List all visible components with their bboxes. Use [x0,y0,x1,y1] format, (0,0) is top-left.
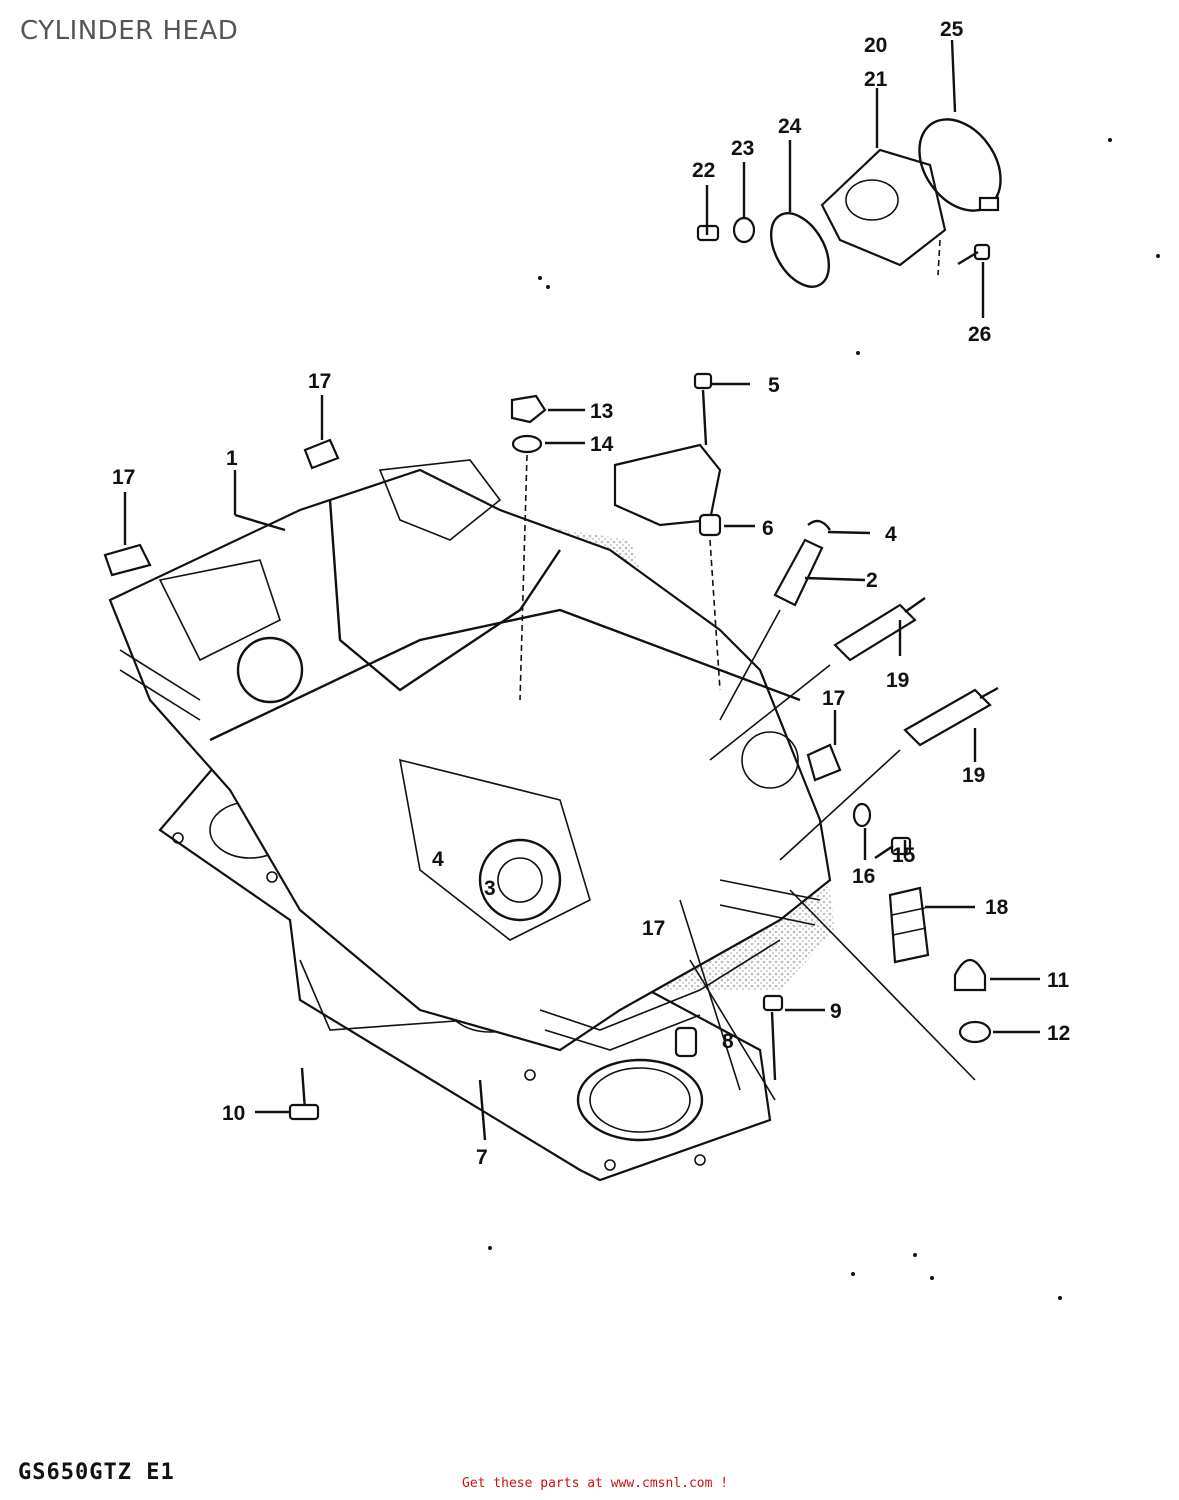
footer-link[interactable]: Get these parts at www.cmsnl.com ! [462,1476,729,1491]
intake-pipe [820,148,947,267]
label-part-13: 13 [590,400,613,423]
part-14-washer [511,434,543,454]
label-part-3: 3 [484,877,496,900]
part-23-washer [732,216,756,244]
part-19-spark-plug-upper [833,597,926,662]
label-part-17: 17 [308,370,331,393]
part-9-bolt [762,994,784,1081]
label-part-4: 4 [432,848,444,871]
part-24-o-ring [769,212,831,288]
label-part-17: 17 [642,917,665,940]
label-part-4: 4 [885,523,897,546]
part-26-screw [957,243,991,266]
label-part-25: 25 [940,18,964,41]
leader-lines [123,39,1040,1141]
label-part-11: 11 [1047,969,1070,992]
label-part-24: 24 [778,115,802,138]
part-13-nut [510,394,547,424]
label-part-15: 15 [892,844,916,867]
part-6-dowel [698,513,722,537]
label-part-12: 12 [1047,1022,1070,1045]
label-part-8: 8 [722,1030,734,1053]
label-part-14: 14 [590,433,614,456]
callout-labels: 1 2 3 4 4 5 6 7 8 9 10 11 12 13 14 15 16… [112,18,1070,1169]
part-5-bolt [693,372,713,446]
label-part-5: 5 [768,374,780,397]
label-part-17: 17 [822,687,845,710]
part-18-damper [888,886,930,964]
part-8-dowel [674,1026,698,1058]
cylinder-head-body [108,459,832,1052]
part-2-tappet [773,538,824,607]
part-25-clamp [918,118,1002,212]
part-17-key-left [103,543,152,577]
label-part-9: 9 [830,1000,842,1023]
label-part-20: 20 [864,34,887,57]
cam-cap [613,443,722,527]
label-part-1: 1 [226,447,238,470]
part-17-key-top [303,438,340,470]
label-part-26: 26 [968,323,991,346]
part-4-clip [807,519,831,531]
label-part-19: 19 [886,669,909,692]
part-11-cap-nut [953,958,987,992]
part-17-key-right [806,743,842,782]
label-part-19: 19 [962,764,985,787]
label-part-23: 23 [731,137,754,160]
diagram-title: CYLINDER HEAD [20,16,239,46]
part-10-bolt [288,1067,320,1121]
label-part-6: 6 [762,517,774,540]
label-part-17: 17 [112,466,135,489]
label-part-22: 22 [692,159,715,182]
label-part-10: 10 [222,1102,245,1125]
label-part-21: 21 [864,68,888,91]
part-16-washer [852,802,872,828]
label-part-2: 2 [866,569,878,592]
part-19-spark-plug-lower [903,686,999,747]
label-part-18: 18 [985,896,1009,919]
label-part-16: 16 [852,865,875,888]
model-code: GS650GTZ E1 [18,1460,175,1485]
part-12-washer [958,1020,992,1044]
scan-specks [488,138,1160,1300]
label-part-7: 7 [476,1146,488,1169]
